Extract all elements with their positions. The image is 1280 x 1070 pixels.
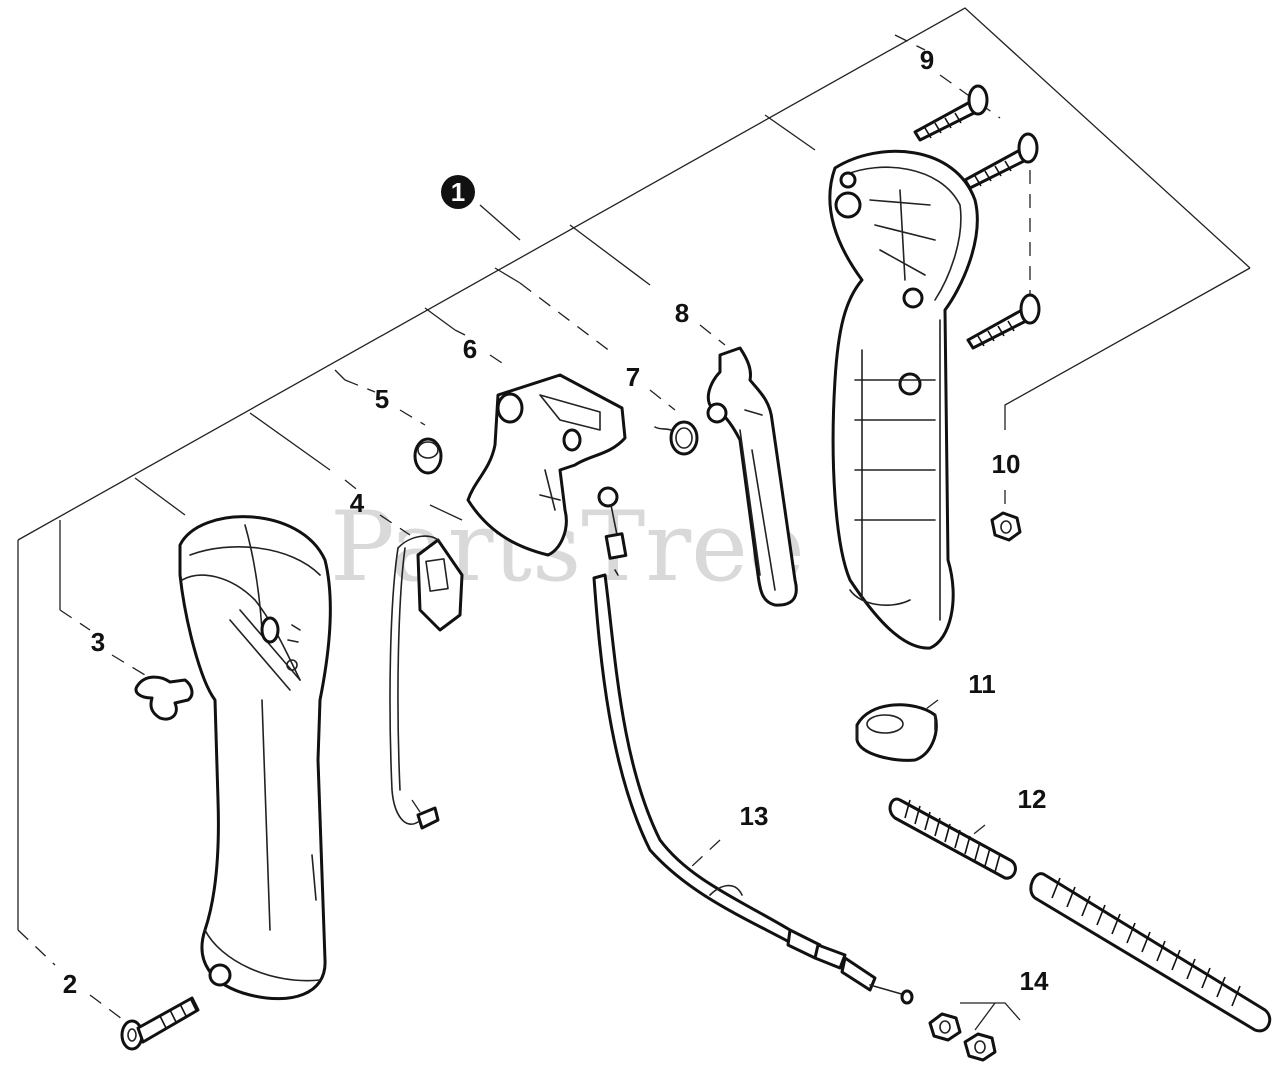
screw-top <box>913 84 989 142</box>
callout-12: 12 <box>1018 784 1047 814</box>
leader-lines <box>17 34 1031 1031</box>
bolt-part-2 <box>120 996 200 1051</box>
callout-9: 9 <box>920 45 934 75</box>
callout-7: 7 <box>626 362 640 392</box>
collar-part-5 <box>413 437 443 475</box>
callout-3: 3 <box>91 627 105 657</box>
callout-1: 1 <box>441 175 475 209</box>
knob-part-3 <box>134 675 194 721</box>
callout-14: 14 <box>1020 966 1049 996</box>
callout-labels: 1 2 3 4 5 6 7 8 9 10 11 12 13 14 <box>63 45 1049 999</box>
callout-13: 13 <box>740 801 769 831</box>
throttle-lock-part-6 <box>466 373 627 557</box>
nut-part-14 <box>928 1012 997 1062</box>
callout-11: 11 <box>968 669 996 699</box>
callout-6: 6 <box>463 334 477 364</box>
callout-8: 8 <box>675 298 689 328</box>
spring-part-12 <box>888 797 1272 1033</box>
handle-right-half <box>828 149 979 650</box>
screw-middle <box>963 132 1039 190</box>
throttle-cable-part-13 <box>592 486 914 1005</box>
assembly-bracket <box>17 7 1251 930</box>
handle-left-half <box>178 515 332 1001</box>
nut-part-10 <box>990 511 1022 542</box>
callout-10: 10 <box>992 449 1021 479</box>
callout-2: 2 <box>63 969 77 999</box>
svg-text:1: 1 <box>451 177 465 207</box>
spring-part-7 <box>654 420 699 456</box>
callout-4: 4 <box>350 488 365 518</box>
switch-part-4 <box>389 535 464 830</box>
clip-part-11 <box>855 703 938 762</box>
callout-5: 5 <box>375 384 389 414</box>
trigger-lever-part-8 <box>706 346 798 607</box>
screw-lower <box>966 293 1041 350</box>
watermark: PartsTree <box>330 491 805 603</box>
